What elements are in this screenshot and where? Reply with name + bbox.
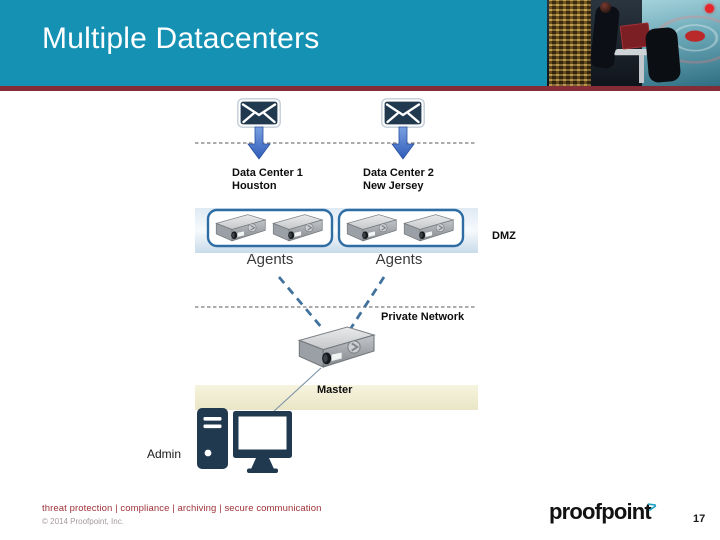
private-network-label: Private Network — [381, 311, 465, 323]
photo-person-head — [600, 2, 611, 13]
down-arrow-icon — [391, 126, 415, 160]
header-photo — [547, 0, 720, 86]
footer-tagline: threat protection | compliance | archivi… — [42, 503, 322, 514]
agent-master-link-1 — [277, 276, 324, 329]
master-admin-link — [271, 367, 322, 414]
proofpoint-logo-text: proofpoint — [549, 499, 652, 524]
header-bar: Multiple Datacenters — [0, 0, 720, 86]
footer-copyright: © 2014 Proofpoint, Inc. — [42, 517, 124, 526]
photo-city-lights — [549, 0, 591, 86]
dmz-label: DMZ — [492, 230, 516, 242]
desktop-tower-icon — [197, 408, 228, 469]
datacenter-2-label: Data Center 2 New Jersey — [363, 167, 434, 193]
monitor-icon — [233, 411, 292, 473]
admin-label: Admin — [147, 447, 182, 461]
mail-icon — [237, 98, 281, 128]
photo-red-dot — [705, 4, 714, 13]
page-title: Multiple Datacenters — [42, 22, 320, 55]
down-arrow-icon — [247, 126, 271, 160]
agents-label-1: Agents — [246, 251, 294, 268]
agent-master-link-2 — [349, 276, 386, 329]
master-server-icon — [298, 325, 376, 369]
datacenter-1-label: Data Center 1 Houston — [232, 167, 303, 193]
photo-table-pedestal — [639, 55, 644, 83]
header-divider — [0, 86, 720, 91]
datacenter-2-location: New Jersey — [363, 180, 424, 192]
datacenter-2-name: Data Center 2 — [363, 167, 434, 179]
datacenter-1-name: Data Center 1 — [232, 167, 303, 179]
master-label: Master — [317, 384, 353, 396]
mail-icon — [381, 98, 425, 128]
page-number: 17 — [693, 513, 706, 525]
private-network-band — [195, 385, 478, 410]
datacenter-1-location: Houston — [232, 180, 277, 192]
proofpoint-logo: proofpoint> — [549, 497, 659, 525]
agents-label-2: Agents — [375, 251, 423, 268]
